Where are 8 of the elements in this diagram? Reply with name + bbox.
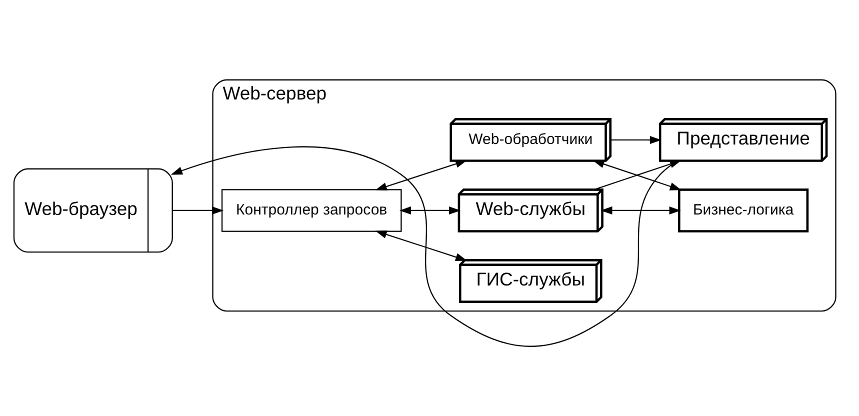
arrow: [375, 230, 468, 260]
arrow: [399, 206, 461, 214]
node-box: Бизнес-логика: [678, 188, 809, 232]
node-box: Контроллер запросов: [221, 188, 402, 232]
arrow: [172, 206, 224, 214]
arrow: [600, 206, 681, 214]
arrow: [375, 159, 468, 190]
arrow: [610, 135, 662, 144]
